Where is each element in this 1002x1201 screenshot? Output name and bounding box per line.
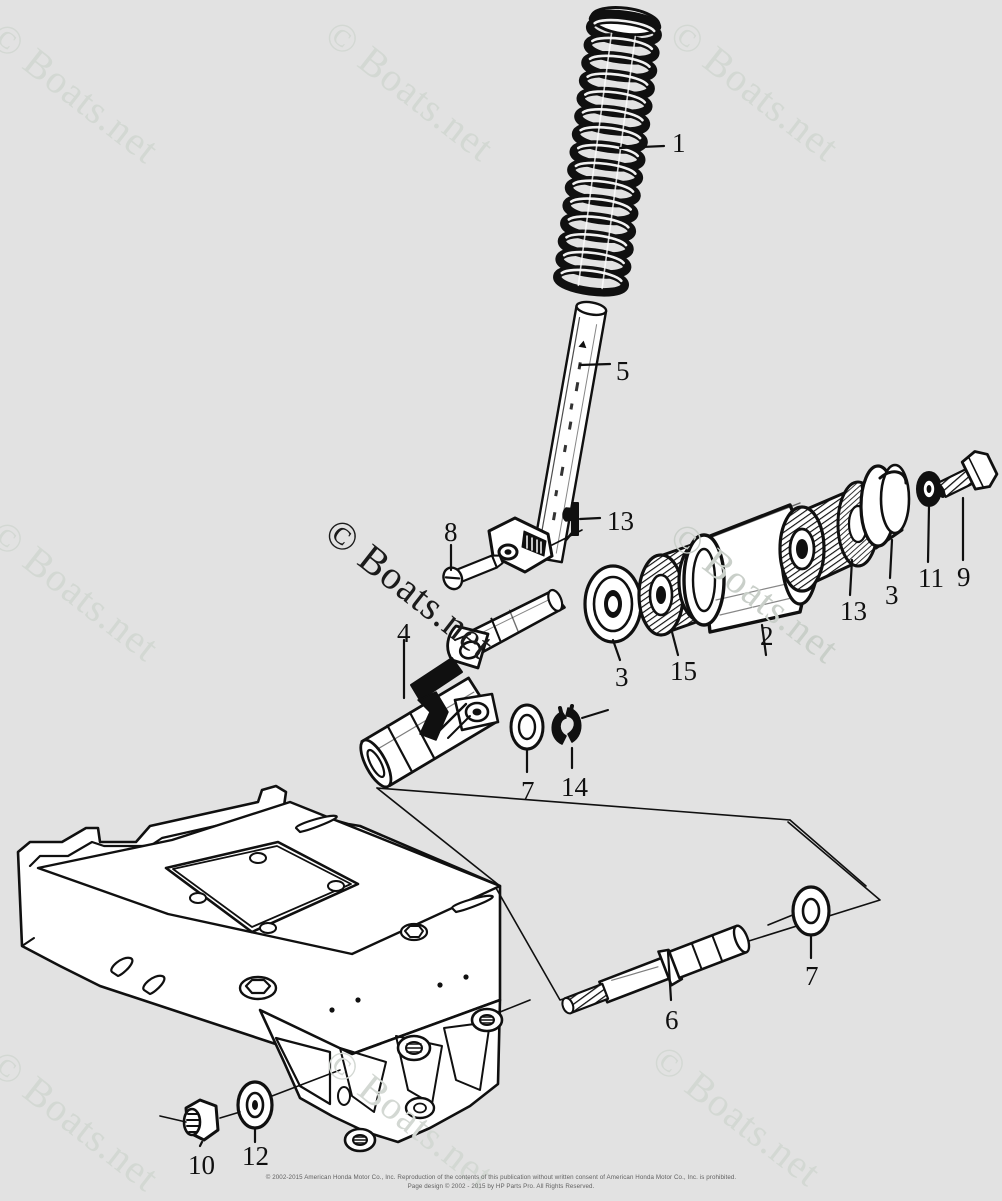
part-shift-rod [531,300,612,564]
part-washer-lower-left [219,1069,341,1144]
callout-13-upper: 13 [607,506,634,536]
part-washer-upper-mid [509,703,545,774]
callout-3-left: 3 [615,662,629,692]
callout-13-right: 13 [840,596,867,626]
part-washer-left [583,564,643,662]
callout-4: 4 [397,618,411,648]
callout-14: 14 [561,772,588,802]
callout-7-lower: 7 [805,961,819,991]
callout-15: 15 [670,656,697,686]
part-hex-nut [159,1098,220,1148]
part-cotter-pin-upper [562,502,602,542]
footer-line-2: Page design © 2002 - 2015 by HP Parts Pr… [407,1183,595,1191]
callout-6: 6 [665,1005,679,1035]
callout-12: 12 [242,1141,269,1171]
part-pivot-bolt [499,911,801,1015]
callout-9: 9 [957,562,971,592]
callout-11: 11 [918,563,944,593]
part-washer-lower-right [791,885,831,960]
part-coil-spring [553,5,666,297]
part-retaining-clip [551,704,609,770]
part-shift-arm-linkage [359,588,566,789]
callout-3-right: 3 [885,580,899,610]
part-screw [442,543,504,591]
callout-1: 1 [672,128,686,158]
callout-7-mid: 7 [521,776,535,806]
part-hex-bolt [935,450,999,562]
footer-line-1: © 2002-2015 American Honda Motor Co., In… [265,1173,737,1181]
footer-copyright: © 2002-2015 American Honda Motor Co., In… [0,1173,1002,1192]
part-washer-right [859,463,911,580]
callout-5: 5 [616,356,630,386]
part-mounting-bracket [16,784,504,1153]
callout-8: 8 [444,517,458,547]
part-small-washer [916,471,942,564]
callout-2: 2 [760,621,774,651]
callout-10: 10 [188,1150,215,1180]
